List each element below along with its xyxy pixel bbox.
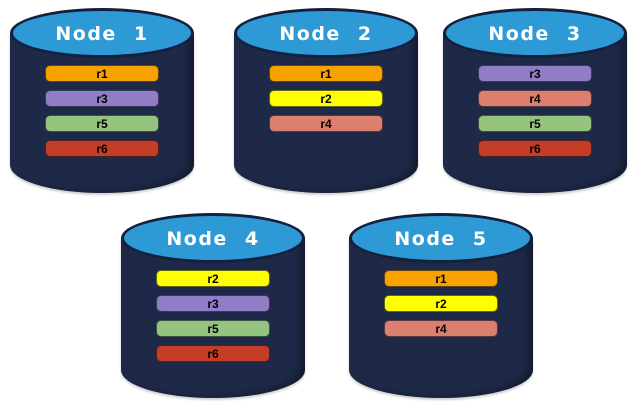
replica-bar: r3 bbox=[478, 65, 592, 82]
cylinder-top: Node 4 bbox=[121, 213, 305, 263]
node-3-cylinder: Node 3 r3 r4 r5 r6 bbox=[443, 8, 627, 193]
cylinder-body bbox=[234, 33, 418, 193]
replica-bar: r4 bbox=[384, 320, 498, 337]
node-title: Node 5 bbox=[394, 227, 488, 250]
replica-bar: r5 bbox=[156, 320, 270, 337]
cylinder-body bbox=[121, 238, 305, 398]
replica-list: r1 r2 r4 bbox=[349, 270, 533, 337]
replica-bar: r4 bbox=[478, 90, 592, 107]
replica-bar: r1 bbox=[384, 270, 498, 287]
replica-bar: r6 bbox=[45, 140, 159, 157]
cylinder-top: Node 1 bbox=[10, 8, 194, 58]
replica-bar: r1 bbox=[45, 65, 159, 82]
node-4-cylinder: Node 4 r2 r3 r5 r6 bbox=[121, 213, 305, 398]
cylinder-top: Node 5 bbox=[349, 213, 533, 263]
replica-bar: r6 bbox=[156, 345, 270, 362]
node-title: Node 2 bbox=[279, 22, 373, 45]
replica-bar: r6 bbox=[478, 140, 592, 157]
replica-bar: r3 bbox=[156, 295, 270, 312]
replica-bar: r5 bbox=[45, 115, 159, 132]
replica-bar: r2 bbox=[156, 270, 270, 287]
replica-bar: r1 bbox=[269, 65, 383, 82]
replica-list: r3 r4 r5 r6 bbox=[443, 65, 627, 157]
replica-list: r1 r2 r4 bbox=[234, 65, 418, 132]
replica-bar: r2 bbox=[269, 90, 383, 107]
replica-bar: r5 bbox=[478, 115, 592, 132]
cylinder-top: Node 2 bbox=[234, 8, 418, 58]
replica-list: r1 r3 r5 r6 bbox=[10, 65, 194, 157]
cylinder-body bbox=[10, 33, 194, 193]
replica-bar: r2 bbox=[384, 295, 498, 312]
replica-bar: r4 bbox=[269, 115, 383, 132]
replica-list: r2 r3 r5 r6 bbox=[121, 270, 305, 362]
node-5-cylinder: Node 5 r1 r2 r4 bbox=[349, 213, 533, 398]
cylinder-top: Node 3 bbox=[443, 8, 627, 58]
cylinder-body bbox=[443, 33, 627, 193]
node-title: Node 3 bbox=[488, 22, 582, 45]
cylinder-body bbox=[349, 238, 533, 398]
replica-bar: r3 bbox=[45, 90, 159, 107]
node-1-cylinder: Node 1 r1 r3 r5 r6 bbox=[10, 8, 194, 193]
node-2-cylinder: Node 2 r1 r2 r4 bbox=[234, 8, 418, 193]
node-title: Node 1 bbox=[55, 22, 149, 45]
node-title: Node 4 bbox=[166, 227, 260, 250]
